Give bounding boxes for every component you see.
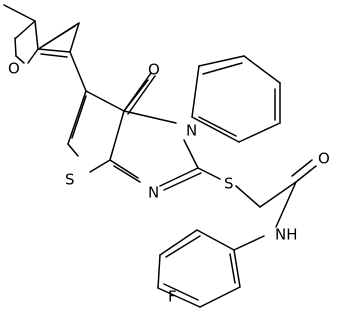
bond-line <box>27 48 39 64</box>
bond-line <box>14 37 17 57</box>
bond-line <box>157 254 161 289</box>
bond-line <box>37 48 71 53</box>
bond-line <box>163 283 199 301</box>
bond-line <box>191 65 200 118</box>
bond-line <box>159 229 198 256</box>
bond-line <box>229 253 236 284</box>
bond-line <box>238 122 281 143</box>
bond-line <box>89 159 111 173</box>
pyrimidine-n3-label: N <box>186 122 197 140</box>
bond-line <box>165 235 201 258</box>
bond-line <box>123 110 177 124</box>
bond-line <box>235 185 261 208</box>
bond-line <box>42 25 76 47</box>
bond-line <box>275 181 297 228</box>
bond-line <box>198 116 237 137</box>
bond-line <box>3 4 36 22</box>
bond-line <box>109 110 125 161</box>
bond-line <box>198 55 245 67</box>
bond-line <box>15 20 36 39</box>
amide-nh-label: NH <box>275 226 298 244</box>
carbonyl-oxygen-label: O <box>148 61 160 79</box>
bond-line <box>191 116 240 143</box>
bond-line <box>109 159 139 179</box>
bond-line <box>202 62 243 75</box>
bond-line <box>291 159 313 177</box>
bond-line <box>69 51 87 92</box>
bond-line <box>233 235 265 251</box>
bond-line <box>113 165 141 183</box>
bond-line <box>69 22 80 53</box>
bond-line <box>15 55 25 64</box>
bond-line <box>67 143 79 157</box>
thioether-sulfur-label: S <box>224 175 234 193</box>
bond-line <box>233 249 241 288</box>
bond-line <box>40 53 68 58</box>
pyrimidine-n1-label: N <box>148 184 159 202</box>
bond-line <box>127 75 156 115</box>
bond-line <box>295 165 317 183</box>
thiophene-sulfur-label: S <box>65 171 75 189</box>
bond-line <box>196 229 235 251</box>
bond-line <box>67 90 87 145</box>
amide-oxygen-label: O <box>318 150 330 168</box>
atom-labels: O O N N S S O NH F <box>8 60 330 306</box>
bond-line <box>123 72 152 112</box>
bond-line <box>157 287 201 308</box>
bond-line <box>243 55 281 84</box>
bond-line <box>183 139 199 169</box>
furan-oxygen-label: O <box>8 60 20 78</box>
bond-lines <box>3 4 317 308</box>
bond-line <box>159 167 199 187</box>
fluorine-label: F <box>168 288 177 306</box>
bond-line <box>199 286 241 308</box>
bond-line <box>163 172 202 191</box>
bond-line <box>259 181 297 208</box>
bond-line <box>197 167 221 180</box>
bond-line <box>85 90 125 112</box>
bond-line <box>71 95 87 139</box>
bond-line <box>34 20 39 50</box>
